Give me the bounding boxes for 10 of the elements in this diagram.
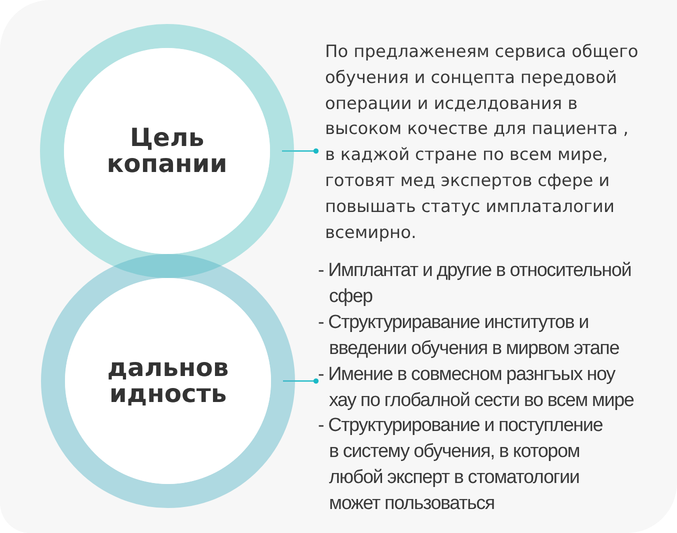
bullet-item: - Имплантат и другие в относительной сфер xyxy=(318,259,632,309)
leader-line xyxy=(283,378,319,384)
circle-title: дальнов идность xyxy=(106,355,230,407)
bullet-item: - Структурирaвание институтов и введении обучения в мирвом этапе xyxy=(318,310,620,361)
leader-line xyxy=(282,148,319,154)
description-paragraph: По предлаженеям сервиса общего обучения и сонцепта передовой операции и иcделдования в высоком кочестве для пациента , в каджой стране по всем мире, готовят мед экспертов сфере и повышать статус имплаталогии всемирно. xyxy=(316,40,641,246)
circle-title: Цель копании xyxy=(106,125,228,177)
ring-circle xyxy=(41,254,295,508)
bullet-item: - Структурирование и поступление в систему обучения, в котором любой эксперт в стоматологии может пользоваться xyxy=(318,414,604,516)
bullet-item: - Имение в совмесном разнгъых ноу хау по глобалной сести во всем мире xyxy=(318,362,635,413)
